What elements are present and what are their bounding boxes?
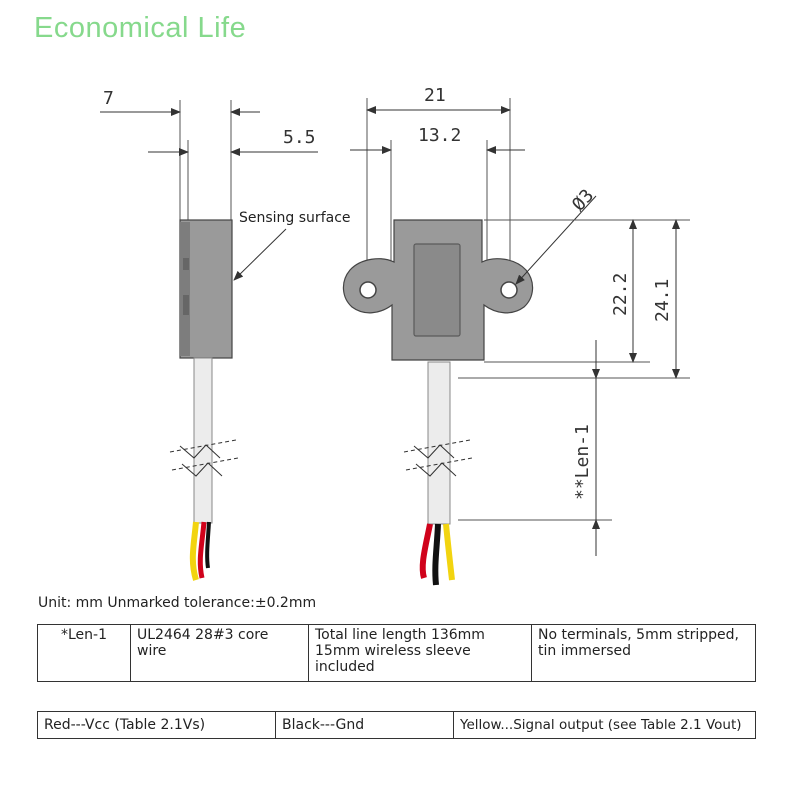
unit-note: Unit: mm Unmarked tolerance:±0.2mm [38,595,317,611]
side-wire-red [197,521,207,579]
side-view: 7 5.5 Sensing surface [100,88,351,581]
dim-hole-spacing: 13.2 [418,125,461,146]
wire-black-cell: Black---Gnd [275,711,454,739]
spec-length-cell: Total line length 136mm 15mm wireless sl… [308,624,532,682]
dim-hole-diameter: Ø3 [568,185,598,215]
dim-height-inner: 22.2 [610,273,631,316]
sensor-window [413,243,461,337]
table-row: Red---Vcc (Table 2.1Vs) Black---Gnd Yell… [37,711,756,739]
dim-front-width: 21 [424,85,446,106]
mount-hole-right [500,281,518,299]
front-wire-black [432,523,441,586]
dim-side-width: 7 [103,88,114,109]
front-wire-red [419,523,433,579]
technical-drawing: 7 5.5 Sensing surface 21 [100,85,690,586]
front-wire-yellow [443,523,455,581]
spec-terminal-cell: No terminals, 5mm stripped, tin immersed [531,624,756,682]
side-wire-yellow [189,521,199,581]
sensing-surface-label: Sensing surface [239,210,351,226]
spec-wire-cell: UL2464 28#3 core wire [130,624,309,682]
spec-label-cell: *Len-1 [37,624,131,682]
dim-cable-length: **Len-1 [572,424,593,500]
front-cable [427,361,451,525]
brand-title: Economical Life [34,12,247,44]
wire-red-cell: Red---Vcc (Table 2.1Vs) [37,711,276,739]
wire-yellow-cell: Yellow...Signal output (see Table 2.1 Vo… [453,711,756,739]
dim-height-outer: 24.1 [652,279,673,322]
cable-spec-table: *Len-1 UL2464 28#3 core wire Total line … [37,624,756,682]
wire-color-table: Red---Vcc (Table 2.1Vs) Black---Gnd Yell… [37,711,756,739]
front-view: 21 13.2 Ø3 22.2 24.1 **Len-1 [342,85,690,586]
table-row: *Len-1 UL2464 28#3 core wire Total line … [37,624,756,682]
dim-side-depth: 5.5 [283,127,316,148]
side-cable [193,357,213,524]
mount-hole-left [359,281,377,299]
